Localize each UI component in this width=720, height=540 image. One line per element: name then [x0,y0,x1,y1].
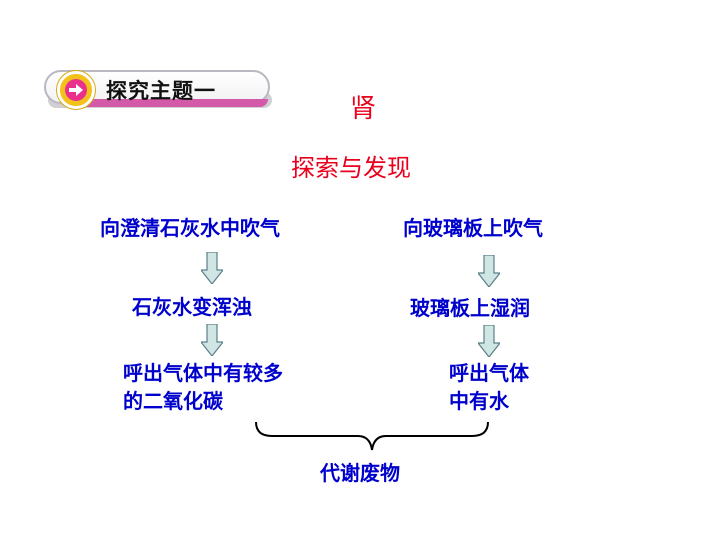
curly-brace [255,421,489,451]
left-step-3-line-1: 呼出气体中有较多 [123,361,283,385]
badge-circle [57,71,95,109]
left-step-3: 呼出气体中有较多 的二氧化碳 [123,359,283,415]
arrow-right-icon [65,79,87,101]
down-arrow-icon [478,255,500,287]
down-arrow-icon [201,252,223,284]
left-step-2: 石灰水变浑浊 [132,295,252,319]
down-arrow-icon [201,324,223,356]
left-step-1: 向澄清石灰水中吹气 [100,216,280,240]
right-step-3-line-2: 中有水 [449,389,509,413]
right-step-2: 玻璃板上湿润 [410,296,530,320]
right-step-3-line-1: 呼出气体 [449,361,529,385]
down-arrow-icon [478,325,500,357]
right-step-3: 呼出气体 中有水 [449,359,529,415]
topic-badge: 探究主题一 [44,62,274,118]
right-step-1: 向玻璃板上吹气 [403,216,543,240]
left-step-3-line-2: 的二氧化碳 [123,389,223,413]
section-subtitle: 探索与发现 [291,154,411,182]
badge-label: 探究主题一 [106,79,216,103]
page-title: 肾 [350,94,377,124]
conclusion-label: 代谢废物 [320,461,400,485]
